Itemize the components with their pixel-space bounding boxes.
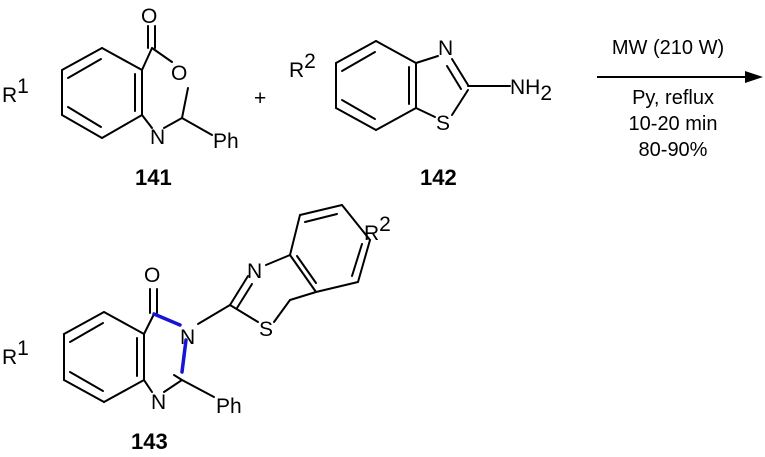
compound-143-r1-index: 1 xyxy=(17,337,29,360)
compound-141-r-index: 1 xyxy=(17,75,29,98)
compound-142-nh: NH xyxy=(510,76,540,99)
compound-141-o-carbonyl: O xyxy=(141,5,157,28)
compound-143-new-bonds xyxy=(152,312,188,374)
compound-141-n: N xyxy=(150,126,165,149)
compound-143-n-thiazole: N xyxy=(247,260,262,283)
compound-142-structure xyxy=(335,40,511,131)
compound-143-r2-letter: R xyxy=(364,222,379,245)
compound-141-ph: Ph xyxy=(213,130,239,153)
compound-142-r-index: 2 xyxy=(304,50,316,73)
compound-143-n3: N xyxy=(180,326,195,349)
compound-143-o-carbonyl: O xyxy=(144,264,160,287)
reaction-arrow xyxy=(597,71,763,83)
condition-solvent: Py, reflux xyxy=(632,87,714,109)
compound-142-number: 142 xyxy=(420,165,457,190)
compound-142-s: S xyxy=(436,112,450,135)
plus-sign: + xyxy=(254,87,266,110)
compound-143-r1-group: R1 xyxy=(2,337,29,369)
compound-141-structure xyxy=(61,25,213,139)
compound-141-number: 141 xyxy=(135,165,172,190)
condition-time: 10-20 min xyxy=(629,113,718,135)
compound-142-r-group: R2 xyxy=(289,50,316,82)
condition-microwave: MW (210 W) xyxy=(612,37,724,59)
compound-142-nh-sub: 2 xyxy=(540,82,552,105)
compound-142-r-letter: R xyxy=(289,59,304,82)
compound-142-amine: NH2 xyxy=(510,76,552,105)
compound-143-s: S xyxy=(259,318,273,341)
compound-143-r2-group: R2 xyxy=(364,213,391,245)
compound-143-ph: Ph xyxy=(216,395,242,418)
condition-yield: 80-90% xyxy=(639,139,708,161)
compound-143-r2-index: 2 xyxy=(379,213,391,236)
compound-143-r1-letter: R xyxy=(2,346,17,369)
compound-141-r-letter: R xyxy=(2,84,17,107)
compound-143-structure xyxy=(63,204,371,403)
compound-143-n1: N xyxy=(151,391,166,414)
compound-143-c2-double xyxy=(173,374,183,381)
compound-141-o-ring: O xyxy=(171,62,187,85)
compound-141-r-group: R1 xyxy=(2,75,29,107)
compound-143-number: 143 xyxy=(131,429,168,454)
compound-142-n: N xyxy=(438,37,453,60)
